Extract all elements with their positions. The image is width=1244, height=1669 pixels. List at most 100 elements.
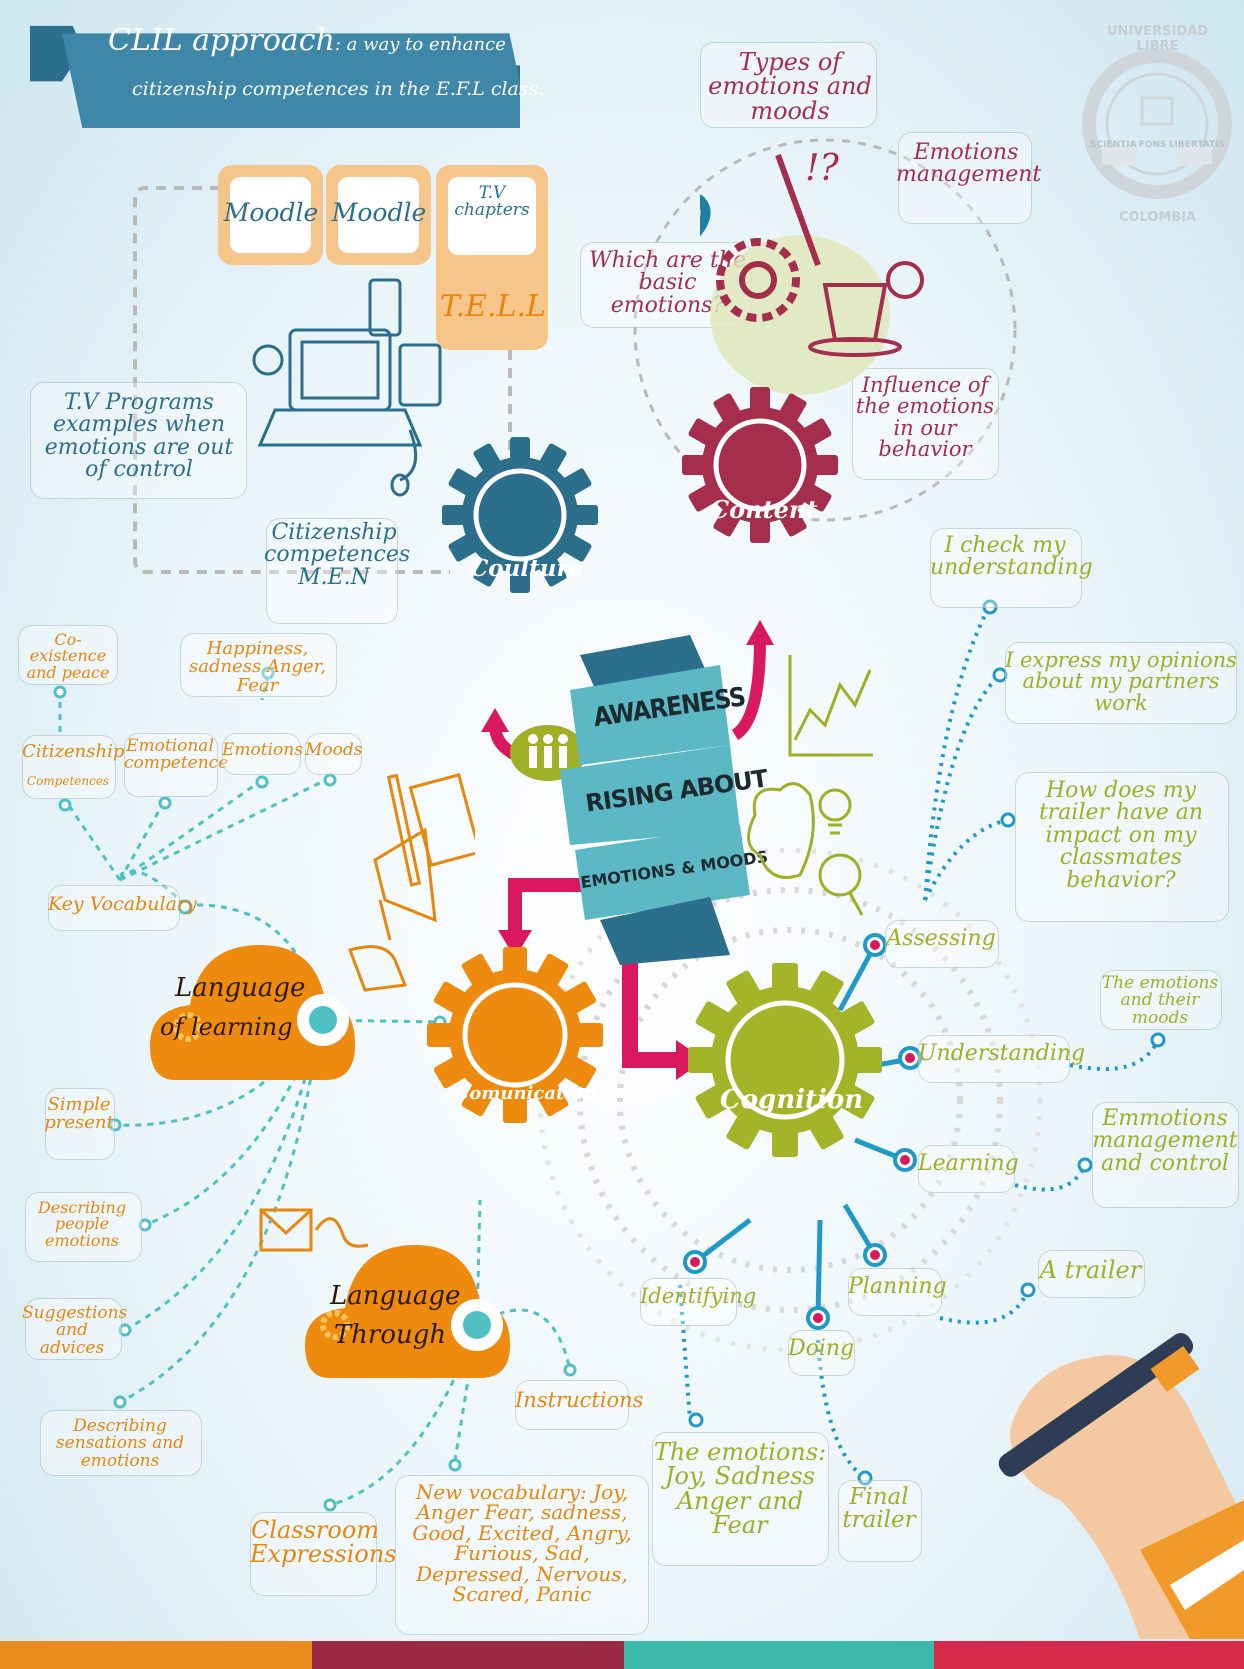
cog-management-box [1092,1102,1239,1208]
people-icon [510,725,586,781]
coexistence-node: Co-existence and peace [26,630,110,682]
footer-stripe-crimson [312,1641,624,1669]
tell-box [436,165,548,350]
simple-present-node: Simple present [44,1094,114,1134]
assessing-box [885,920,999,968]
coexistence-box [18,625,118,685]
hand-pen-icon [998,1333,1244,1639]
assessing-node: Assessing [886,926,996,951]
final-trailer-node: Final trailer [842,1484,916,1534]
new-vocabulary-node: New vocabulary: Joy, Anger Fear, sadness… [412,1480,632,1606]
identifying-node: Identifying [640,1284,757,1308]
tv-programs-node: T.V Programs examples when emotions are … [44,390,234,483]
culture-gear [442,437,598,593]
moodle-2-label: Moodle [331,198,427,227]
brain-icon [747,782,864,916]
types-node-box [700,42,877,128]
learning-box [918,1145,1015,1193]
title-banner [30,25,520,128]
seal-word: FONS [1138,140,1167,150]
content-gear-label: Content [710,495,818,524]
emotional-node: Emotional competence [124,736,229,774]
emotions-box [222,733,301,775]
seal-word: SCIENTIA [1090,140,1137,150]
cognition-gear [688,963,882,1157]
communication-gear-label: Comunication [455,1083,597,1104]
footer-stripe-orange [0,1641,312,1669]
final-trailer-box [838,1480,922,1562]
svg-text:!?: !? [805,148,839,189]
content-gear [682,387,838,543]
express-box [1005,642,1237,724]
university-seal [1082,49,1232,199]
doing-node: Doing [788,1336,855,1361]
planning-node: Planning [848,1274,947,1299]
title-main: CLIL approach [108,23,335,58]
language-learning-2: of learning [160,1013,293,1041]
citizenship-node: Citizenship [22,741,125,762]
basic-emotions-node: Which are the basic emotions? [589,248,746,318]
center-ribbons [560,635,750,965]
influence-node-box [852,368,999,480]
moodle-1-label: Moodle [223,198,319,227]
emotions-management-control-node: Emmotions management and control [1092,1106,1238,1176]
a-trailer-box [1038,1250,1145,1298]
influence-node: Influence of the emotions in our behavio… [855,373,995,462]
happiness-box [180,633,337,697]
new-vocab-box [395,1475,649,1635]
express-opinions-node: I express my opinions about my partners … [1005,648,1237,715]
describing-people-node: Describing people emotions [37,1198,127,1250]
language-through-1: Language [330,1281,461,1311]
seal-word: LIBERTATIS [1168,140,1225,150]
language-of-learning-cloud [150,945,355,1080]
coffee-gear-icon: !? [700,148,924,395]
trailer-impact-node: How does my trailer have an impact on my… [1038,778,1204,893]
citizenship-sub-node: Competences [26,774,110,788]
check-box [930,528,1082,608]
page-subtitle: citizenship competences in the E.F.L cla… [132,78,545,100]
happiness-node: Happiness, sadness Anger, Fear [188,638,327,696]
communication-gear [427,947,603,1123]
instructions-box [515,1380,629,1430]
tell-label: T.E.L.L [440,289,546,324]
megaphone-icon [348,773,475,992]
learning-node: Learning [918,1151,1019,1176]
emotions-moods-node: The emotions and their moods [1101,973,1219,1028]
describing-people-box [25,1192,142,1262]
understanding-node: Understanding [918,1041,1086,1066]
identifying-box [640,1278,737,1326]
chart-icon [788,655,873,757]
check-understanding-node: I check my understanding [930,533,1093,581]
suggestions-node: Suggestions and advices [22,1303,128,1358]
seal-bottom-text: COLOMBIA [1118,210,1197,225]
citizenship-men-node: Citizenship competences M.E.N [264,520,411,590]
cognition-gear-label: Cognition [720,1085,864,1115]
moodle-box-1 [218,165,323,265]
citizenship-men-box [266,518,398,624]
footer-stripe-red [934,1641,1244,1669]
simple-present-box [45,1088,115,1160]
impact-box [1015,772,1229,922]
emotions-joy-box [652,1432,829,1566]
content-management-node: Emotions management [896,140,1042,188]
suggestions-box [25,1298,122,1360]
a-trailer-node: A trailer [1039,1256,1142,1284]
tv-chapters-label: T.V chapters [454,183,530,221]
tv-programs-node-box [30,382,247,499]
moods-node: Moods [305,740,363,760]
footer-stripe-teal [624,1641,934,1669]
planning-box [848,1268,942,1316]
understanding-box [918,1035,1070,1083]
classroom-box [250,1512,377,1596]
doing-box [788,1330,855,1376]
title-sub-1: : a way to enhance [334,34,506,55]
emotions-node: Emotions [222,740,303,760]
citizenship-box [22,735,116,799]
key-vocab-box [48,885,180,931]
moods-cog-box [1100,970,1222,1030]
language-through-cloud [305,1245,510,1378]
types-node: Types of emotions and moods [708,48,872,125]
seal-top-text: UNIVERSIDAD LIBRE [1106,24,1209,54]
emotional-box [124,733,218,797]
